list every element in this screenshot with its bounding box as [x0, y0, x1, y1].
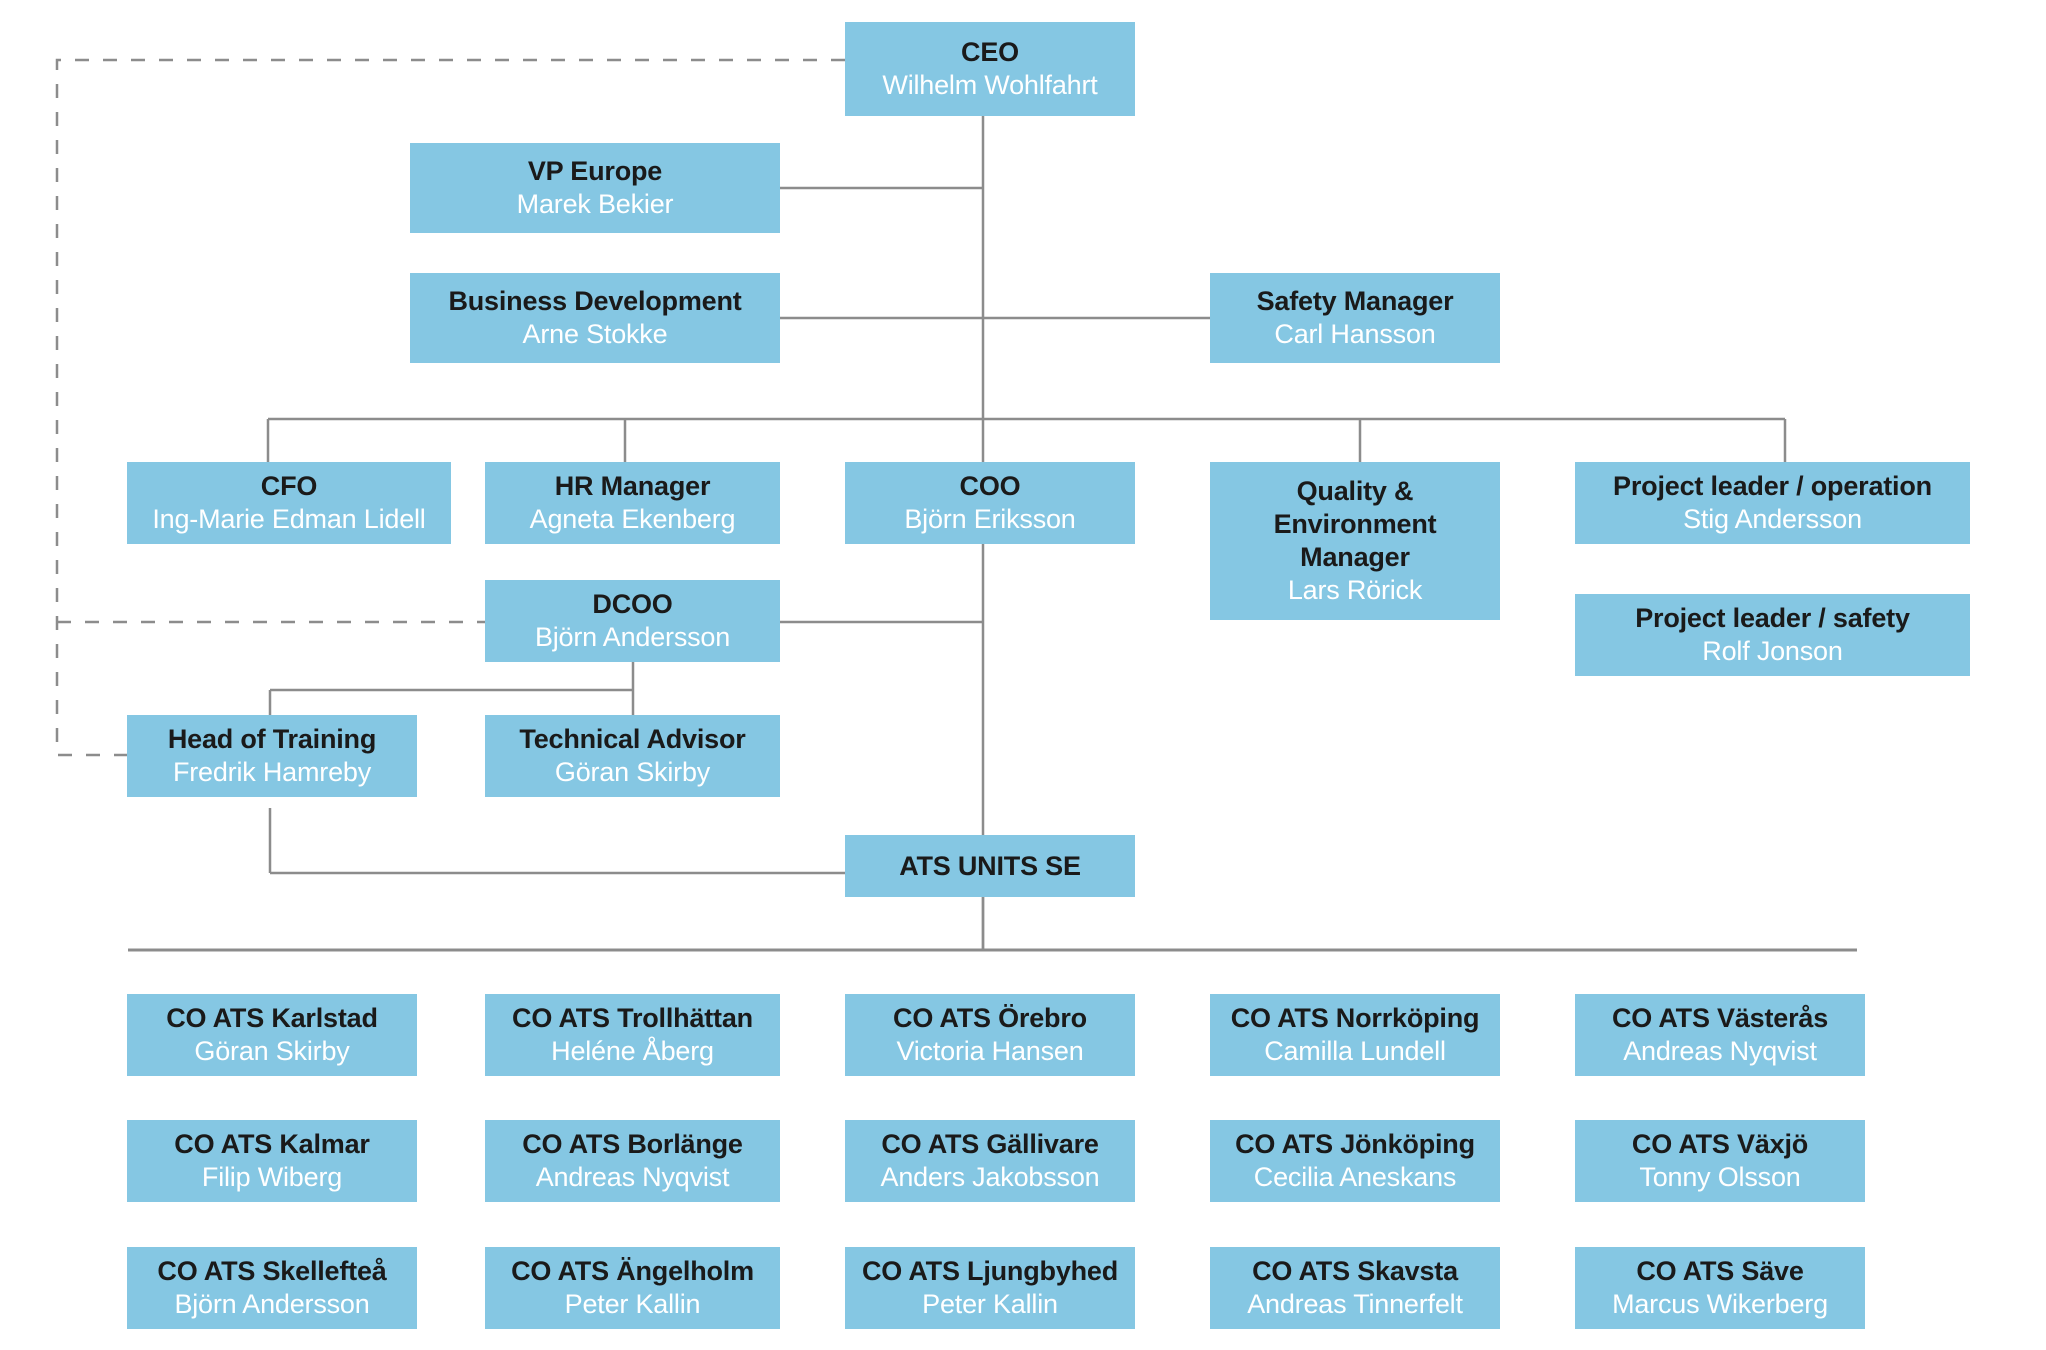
node-ats-unit-title: CO ATS Norrköping — [1230, 1003, 1480, 1034]
node-business-development[interactable]: Business Development Arne Stokke — [410, 273, 780, 363]
node-ats-unit-person: Filip Wiberg — [201, 1162, 343, 1192]
node-ats-unit-title: CO ATS Ängelholm — [511, 1256, 754, 1287]
node-ats-unit-person: Cecilia Aneskans — [1253, 1162, 1457, 1192]
node-quality-environment-manager-person: Lars Rörick — [1287, 574, 1423, 605]
node-project-leader-operation[interactable]: Project leader / operation Stig Andersso… — [1575, 462, 1970, 544]
node-ats-units-se-title: ATS UNITS SE — [899, 850, 1081, 881]
node-hr-manager-title: HR Manager — [554, 471, 711, 502]
node-project-leader-safety[interactable]: Project leader / safety Rolf Jonson — [1575, 594, 1970, 676]
node-cfo[interactable]: CFO Ing-Marie Edman Lidell — [127, 462, 451, 544]
node-head-of-training[interactable]: Head of Training Fredrik Hamreby — [127, 715, 417, 797]
node-ats-unit-title: CO ATS Säve — [1636, 1256, 1804, 1287]
node-hr-manager-person: Agneta Ekenberg — [529, 504, 736, 534]
node-cfo-person: Ing-Marie Edman Lidell — [152, 504, 426, 534]
node-head-of-training-title: Head of Training — [167, 724, 377, 755]
node-safety-manager-title: Safety Manager — [1256, 286, 1454, 317]
node-ceo-person: Wilhelm Wohlfahrt — [882, 70, 1098, 100]
node-ats-unit-person: Andreas Tinnerfelt — [1247, 1289, 1463, 1319]
node-project-leader-safety-title: Project leader / safety — [1635, 603, 1910, 634]
node-technical-advisor-person: Göran Skirby — [554, 757, 711, 787]
node-ats-unit-title: CO ATS Västerås — [1611, 1003, 1829, 1034]
node-ats-unit-person: Björn Andersson — [174, 1289, 370, 1319]
node-ats-unit-person: Marcus Wikerberg — [1612, 1289, 1828, 1319]
node-ats-unit-person: Andreas Nyqvist — [535, 1162, 730, 1192]
node-head-of-training-person: Fredrik Hamreby — [172, 757, 372, 787]
node-ats-unit-person: Andreas Nyqvist — [1623, 1036, 1817, 1066]
node-vp-europe[interactable]: VP Europe Marek Bekier — [410, 143, 780, 233]
node-coo-title: COO — [959, 471, 1021, 502]
node-technical-advisor[interactable]: Technical Advisor Göran Skirby — [485, 715, 780, 797]
node-dcoo[interactable]: DCOO Björn Andersson — [485, 580, 780, 662]
node-ats-unit-person: Anders Jakobsson — [880, 1162, 1100, 1192]
node-safety-manager-person: Carl Hansson — [1274, 319, 1436, 349]
node-ceo-title: CEO — [961, 37, 1019, 68]
node-vp-europe-title: VP Europe — [527, 156, 663, 187]
node-quality-environment-manager[interactable]: Quality & Environment Manager Lars Röric… — [1210, 462, 1500, 620]
node-ats-unit-title: CO ATS Jönköping — [1235, 1129, 1475, 1160]
node-vp-europe-person: Marek Bekier — [516, 189, 674, 219]
node-ats-unit-person: Camilla Lundell — [1264, 1036, 1446, 1066]
node-ats-unit-person: Tonny Olsson — [1639, 1162, 1801, 1192]
node-ats-unit-title: CO ATS Ljungbyhed — [861, 1256, 1119, 1287]
node-ats-unit-person: Victoria Hansen — [896, 1036, 1084, 1066]
node-quality-environment-manager-title: Quality & Environment Manager — [1273, 476, 1437, 572]
node-ats-unit-title: CO ATS Gällivare — [881, 1129, 1099, 1160]
node-project-leader-operation-person: Stig Andersson — [1683, 504, 1862, 534]
node-project-leader-safety-person: Rolf Jonson — [1702, 636, 1843, 666]
node-dcoo-person: Björn Andersson — [534, 622, 731, 652]
node-ats-unit-title: CO ATS Skellefteå — [157, 1256, 387, 1287]
node-ats-unit-title: CO ATS Karlstad — [166, 1003, 378, 1034]
node-coo[interactable]: COO Björn Eriksson — [845, 462, 1135, 544]
node-ats-unit-title: CO ATS Trollhättan — [512, 1003, 753, 1034]
node-cfo-title: CFO — [260, 471, 318, 502]
node-hr-manager[interactable]: HR Manager Agneta Ekenberg — [485, 462, 780, 544]
node-safety-manager[interactable]: Safety Manager Carl Hansson — [1210, 273, 1500, 363]
node-ats-unit-person: Peter Kallin — [564, 1289, 701, 1319]
node-ats-unit-person: Peter Kallin — [922, 1289, 1058, 1319]
node-dcoo-title: DCOO — [592, 589, 673, 620]
node-ats-unit-title: CO ATS Örebro — [893, 1003, 1087, 1034]
node-ats-unit-title: CO ATS Skavsta — [1252, 1256, 1458, 1287]
node-business-development-title: Business Development — [448, 286, 742, 317]
node-ceo[interactable]: CEO Wilhelm Wohlfahrt — [845, 22, 1135, 116]
node-ats-unit-title: CO ATS Växjö — [1631, 1129, 1809, 1160]
node-ats-unit-person: Göran Skirby — [194, 1036, 350, 1066]
node-ats-units-se[interactable]: ATS UNITS SE — [845, 835, 1135, 897]
node-ats-unit-title: CO ATS Borlänge — [522, 1129, 743, 1160]
node-business-development-person: Arne Stokke — [522, 319, 668, 349]
node-project-leader-operation-title: Project leader / operation — [1613, 471, 1932, 502]
node-technical-advisor-title: Technical Advisor — [519, 724, 746, 755]
node-coo-person: Björn Eriksson — [904, 504, 1076, 534]
node-ats-unit-person: Heléne Åberg — [551, 1036, 714, 1066]
node-ats-unit-title: CO ATS Kalmar — [174, 1129, 370, 1160]
